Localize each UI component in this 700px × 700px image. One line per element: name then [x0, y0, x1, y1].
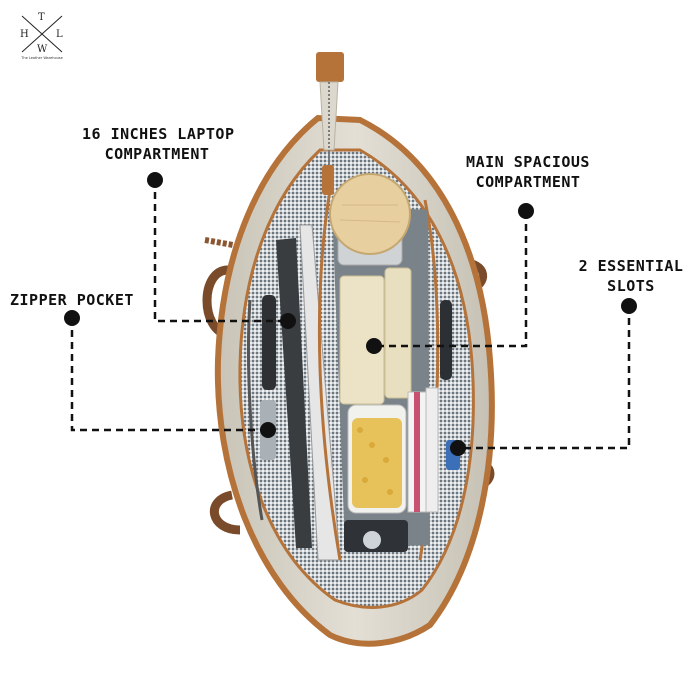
dot-zipper-end — [64, 310, 80, 326]
leader-line-main — [374, 212, 528, 348]
dot-slots-target — [450, 440, 466, 456]
logo-letter-bottom: W — [37, 44, 48, 55]
logo-letter-left: H — [20, 29, 29, 40]
logo-letter-top: T — [38, 12, 45, 23]
callout-main-line2: COMPARTMENT — [475, 173, 581, 191]
callout-laptop-line2: COMPARTMENT — [104, 145, 210, 163]
callout-main: MAIN SPACIOUS COMPARTMENT — [462, 152, 594, 192]
dot-main-target — [366, 338, 382, 354]
brand-logo: T H L W The Leather Warehouse — [14, 12, 70, 62]
callout-slots: 2 ESSENTIAL SLOTS — [576, 256, 686, 296]
dot-zipper-target — [260, 422, 276, 438]
callout-zipper: ZIPPER POCKET — [10, 290, 138, 310]
leader-line-slots — [458, 306, 631, 450]
leader-line-zipper — [70, 318, 268, 432]
leader-line-laptop — [153, 180, 288, 323]
dot-laptop-end — [147, 172, 163, 188]
callout-main-line1: MAIN SPACIOUS — [466, 153, 590, 171]
callout-laptop: 16 INCHES LAPTOP COMPARTMENT — [82, 124, 235, 164]
callout-slots-line1: 2 ESSENTIAL — [578, 257, 684, 275]
dot-laptop-target — [280, 313, 296, 329]
logo-letter-right: L — [56, 29, 63, 40]
callout-slots-line2: SLOTS — [607, 277, 655, 295]
callout-zipper-line1: ZIPPER POCKET — [10, 291, 134, 309]
callout-laptop-line1: 16 INCHES LAPTOP — [82, 125, 235, 143]
logo-tagline: The Leather Warehouse — [21, 56, 63, 60]
dot-main-end — [518, 203, 534, 219]
logo-cross-icon — [21, 15, 63, 53]
dot-slots-end — [621, 298, 637, 314]
